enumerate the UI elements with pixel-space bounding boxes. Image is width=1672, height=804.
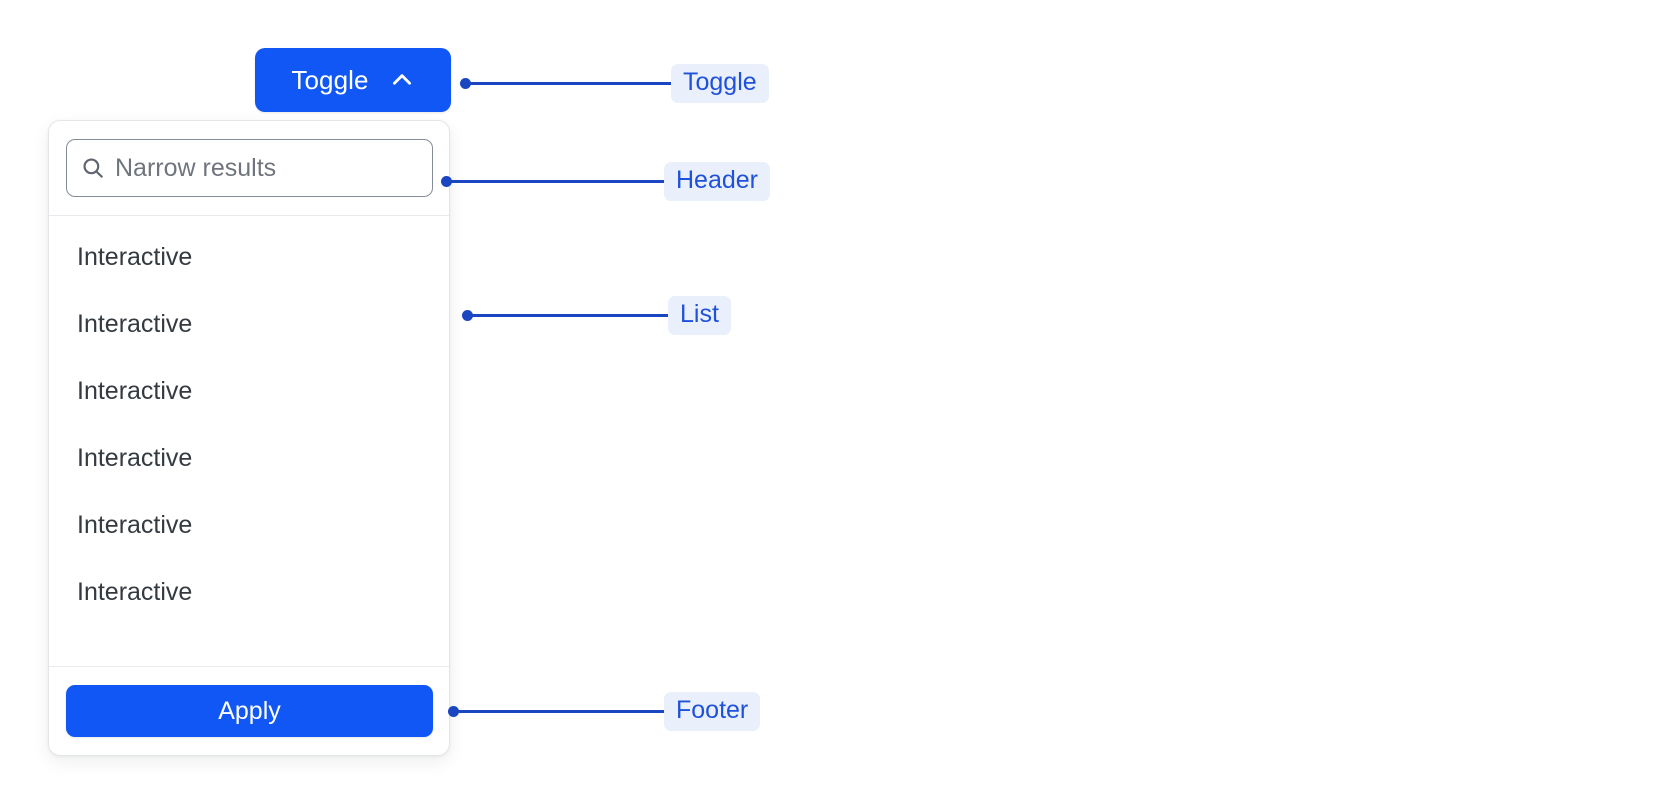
search-input[interactable] [115,140,432,196]
annotation-toggle: Toggle [460,63,769,103]
annotation-dot [462,309,473,321]
toggle-button[interactable]: Toggle [255,48,451,112]
annotation-footer: Footer [448,691,761,731]
annotation-dot [441,175,452,187]
dropdown-header [49,121,449,216]
toggle-button-label: Toggle [291,65,369,95]
list-item-label: Interactive [77,377,193,405]
list-item-label: Interactive [77,310,193,338]
search-icon [80,155,106,181]
list-item-label: Interactive [77,444,193,472]
annotation-label: List [668,295,731,335]
dropdown-panel: Interactive Interactive Interactive Inte… [48,120,450,756]
list-item[interactable]: Interactive [49,358,449,425]
list-item[interactable]: Interactive [49,559,449,626]
list-item[interactable]: Interactive [49,291,449,358]
annotation-header: Header [441,161,770,201]
list-item-label: Interactive [77,578,193,606]
annotation-label: Toggle [671,63,769,103]
dropdown-list[interactable]: Interactive Interactive Interactive Inte… [49,216,449,666]
annotation-dot [448,705,459,717]
apply-button[interactable]: Apply [66,685,433,737]
list-item[interactable]: Interactive [49,492,449,559]
annotation-line [458,709,665,713]
annotation-list: List [462,295,731,335]
annotation-dot [460,77,471,89]
search-field[interactable] [66,139,433,197]
annotation-line [451,179,665,183]
annotation-line [470,81,672,85]
list-item[interactable]: Interactive [49,224,449,291]
list-item[interactable]: Interactive [49,425,449,492]
dropdown-footer: Apply [49,666,449,755]
annotation-line [472,313,669,317]
annotation-label: Footer [664,691,761,731]
list-item-label: Interactive [77,243,193,271]
chevron-up-icon [389,67,415,93]
list-item-label: Interactive [77,511,193,539]
annotation-label: Header [664,161,770,201]
